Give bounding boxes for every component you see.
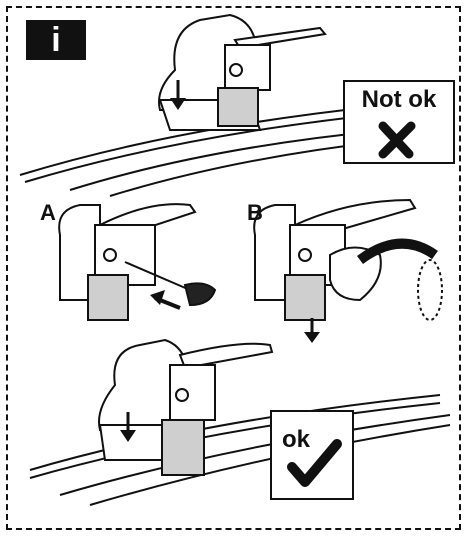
cross-icon xyxy=(345,82,453,162)
not-ok-box: Not ok xyxy=(343,80,455,164)
panel-a-arrow-icon xyxy=(150,290,180,308)
panel-b-down-arrow-icon xyxy=(304,318,320,343)
panel-b-label: B xyxy=(247,200,263,226)
panel-b-illustration xyxy=(254,200,442,320)
check-icon xyxy=(272,412,352,498)
panel-a-illustration xyxy=(59,204,215,320)
panel-a-label: A xyxy=(40,200,56,226)
bottom-roof-illustration xyxy=(30,340,450,505)
ok-box: ok xyxy=(270,410,354,500)
